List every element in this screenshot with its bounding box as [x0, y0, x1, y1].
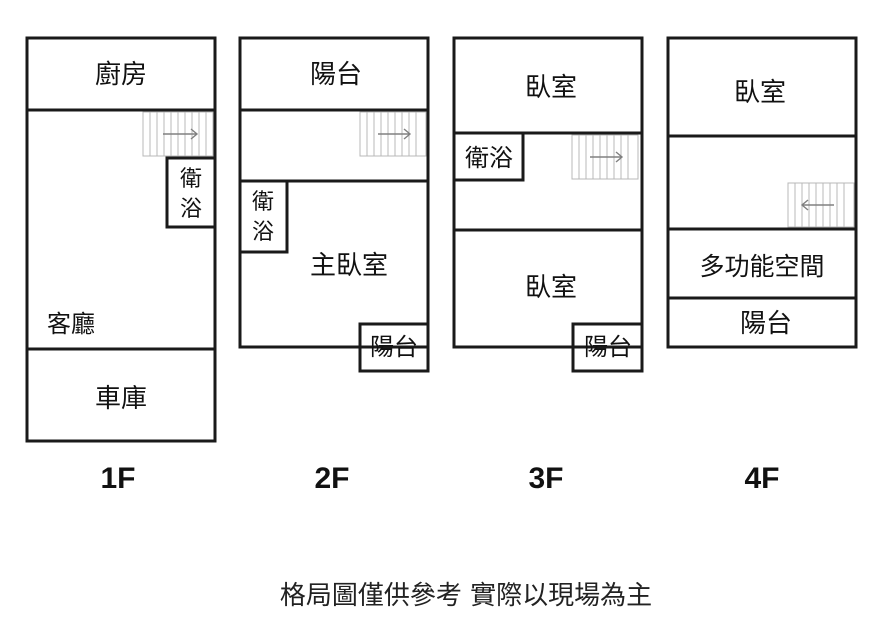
- room-multi-purpose: 多功能空間: [699, 252, 824, 281]
- room-small-balcony: 陽台: [584, 333, 632, 361]
- floor-1f-plan: 廚房 衛 浴 客廳 車庫 1F: [25, 36, 217, 495]
- room-bathroom-line2: 浴: [180, 197, 202, 222]
- floor-2f-stairs-icon: [359, 111, 427, 157]
- stairs-down-arrow-icon: [800, 199, 834, 211]
- floor-label-3f: 3F: [528, 462, 563, 495]
- room-kitchen: 廚房: [95, 60, 147, 90]
- floor-2f-bathroom-walls: [238, 179, 289, 254]
- floor-2f-plan: 陽台 衛 浴 主臥室 陽台 2F: [238, 36, 430, 495]
- floor-label-2f: 2F: [314, 462, 349, 495]
- room-bedroom-top: 臥室: [525, 73, 577, 103]
- floor-1f-outline: [25, 36, 217, 443]
- room-master-bedroom: 主臥室: [310, 251, 388, 281]
- floor-4f-outline: [666, 36, 858, 349]
- stairs-up-arrow-icon: [163, 128, 199, 140]
- room-small-balcony: 陽台: [370, 333, 418, 361]
- disclaimer-caption: 格局圖僅供參考 實際以現場為主: [280, 581, 652, 611]
- floor-1f-stairs-icon: [142, 111, 214, 157]
- floor-3f-bathroom-walls: [452, 131, 525, 182]
- room-bathroom-line1: 衛: [180, 167, 202, 192]
- floor-4f-stairs-icon: [787, 182, 855, 228]
- floor-3f-outline: [452, 36, 644, 349]
- floor-label-1f: 1F: [100, 462, 135, 495]
- room-balcony: 陽台: [740, 309, 792, 339]
- room-bathroom-line1: 衛: [252, 190, 274, 215]
- floor-label-4f: 4F: [744, 462, 779, 495]
- floor-1f-bathroom-walls: [165, 156, 217, 229]
- room-bathroom: 衛浴: [465, 144, 513, 172]
- room-balcony-top: 陽台: [310, 60, 362, 90]
- room-bedroom: 臥室: [734, 78, 786, 108]
- floor-3f-small-balcony-walls: [571, 322, 644, 373]
- room-bathroom-line2: 浴: [252, 220, 274, 245]
- room-bedroom-bottom: 臥室: [525, 273, 577, 303]
- floor-4f-plan: 臥室 多功能空間 陽台 4F: [666, 36, 858, 495]
- floor-2f-small-balcony-walls: [358, 322, 430, 373]
- stairs-up-arrow-icon: [378, 128, 412, 140]
- room-garage: 車庫: [95, 384, 147, 414]
- floor-3f-stairs-icon: [571, 134, 639, 180]
- stairs-up-arrow-icon: [590, 151, 624, 163]
- room-living: 客廳: [47, 310, 95, 338]
- floor-3f-plan: 臥室 衛浴 臥室 陽台 3F: [452, 36, 644, 495]
